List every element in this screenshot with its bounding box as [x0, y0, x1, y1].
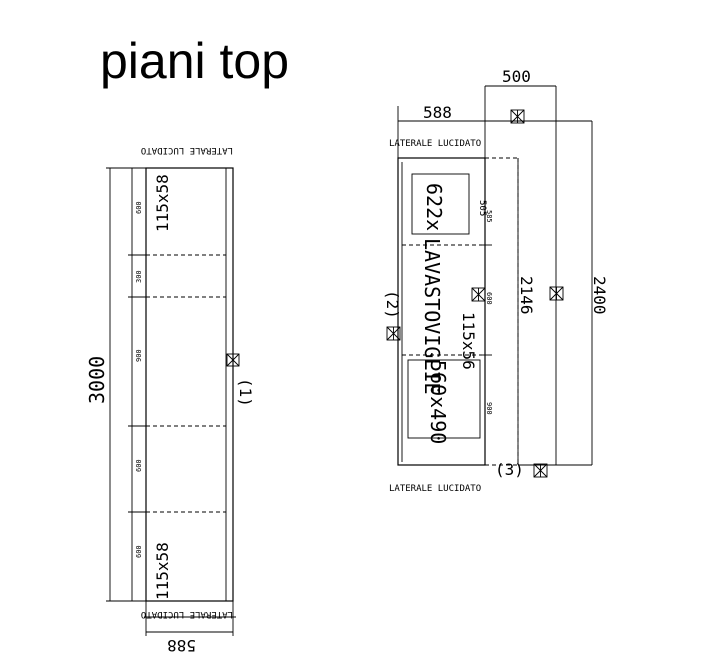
marker-top-icon — [510, 109, 525, 124]
left-marker: (1) — [236, 378, 255, 407]
sink-label: LAVASTOVIGLIE — [420, 238, 444, 395]
left-bottom-label: LATERALE LUCIDATO — [141, 609, 233, 619]
marker-left-icon — [386, 326, 401, 341]
left-panel-outline — [145, 167, 234, 602]
left-segment-2: 300 — [135, 270, 143, 283]
right-bottom-label: LATERALE LUCIDATO — [389, 484, 481, 494]
upper-cutout — [411, 173, 470, 235]
left-overall-length: 3000 — [85, 356, 109, 404]
left-segment-1: 600 — [135, 201, 143, 214]
right-length-2400: 2400 — [590, 276, 609, 315]
upper-cut-label-2: 505 — [477, 200, 487, 216]
left-top-label: LATERALE LUCIDATO — [141, 145, 233, 155]
left-width: 588 — [167, 636, 196, 655]
left-segment-4: 600 — [135, 459, 143, 472]
lower-cutout — [407, 359, 481, 439]
marker-bottom-icon — [533, 463, 548, 478]
right-top-label: LATERALE LUCIDATO — [389, 139, 481, 149]
left-bottom-code: 115x58 — [153, 542, 172, 600]
marker-middle-icon — [471, 287, 486, 302]
left-segment-5: 600 — [135, 545, 143, 558]
right-segment-top: 585 — [485, 210, 493, 223]
marker-1-icon — [226, 353, 240, 367]
right-panel: LATERALE LUCIDATO LATERALE LUCIDATO 588 … — [383, 67, 609, 494]
left-segment-3: 900 — [135, 349, 143, 362]
right-segment-bottom: 900 — [485, 402, 493, 415]
right-width-top: 588 — [423, 103, 452, 122]
upper-cut-label: 622x — [422, 183, 446, 231]
left-top-code: 115x58 — [153, 174, 172, 232]
left-panel: LATERALE LUCIDATO LATERALE LUCIDATO 3000… — [85, 145, 255, 655]
middle-code: 115x56 — [459, 312, 478, 370]
marker-right-icon — [549, 286, 564, 301]
right-length-2146: 2146 — [517, 276, 536, 315]
right-marker-bottom: (3) — [495, 460, 524, 479]
right-width-offset: 500 — [502, 67, 531, 86]
right-segment-mid: 600 — [485, 292, 493, 305]
lower-cut-label: 560x490 — [426, 360, 450, 444]
page-title: piani top — [100, 33, 289, 89]
right-marker-left: (2) — [383, 290, 402, 319]
